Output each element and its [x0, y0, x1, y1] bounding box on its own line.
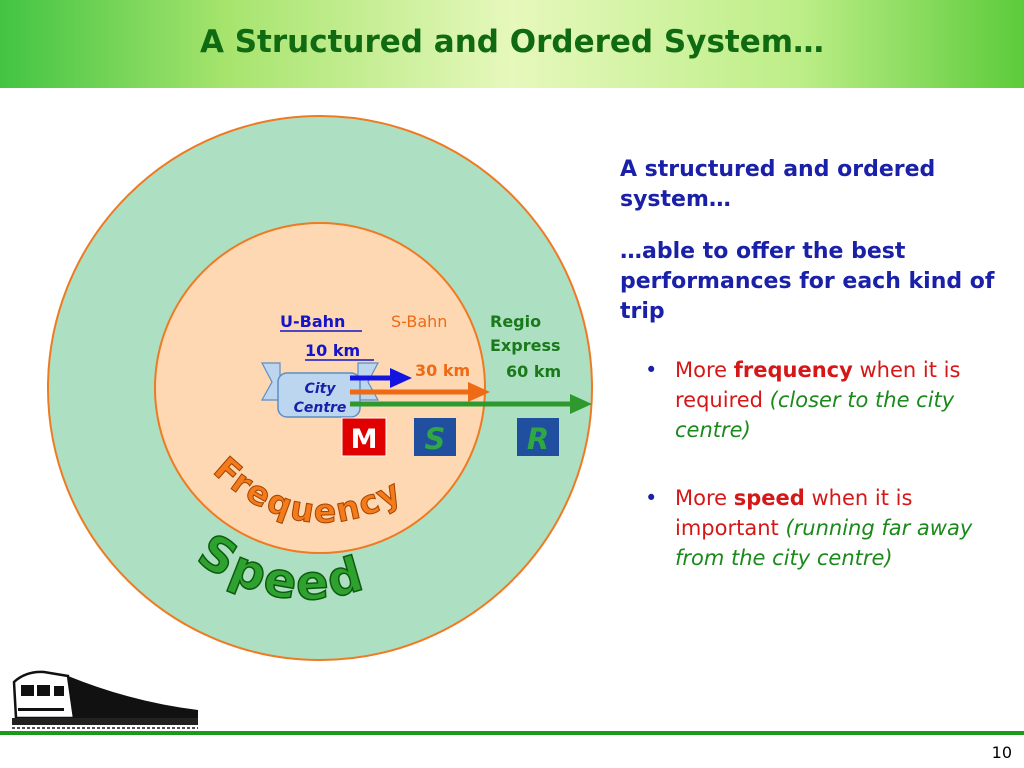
ubahn-label: U-Bahn: [280, 312, 345, 331]
footer-divider: [0, 731, 1024, 735]
regio-badge: R: [517, 418, 559, 456]
city-centre-label-2: Centre: [294, 400, 347, 416]
intro-text-1: A structured and ordered system…: [620, 157, 936, 212]
text-panel: A structured and ordered system… …able t…: [620, 155, 1000, 611]
city-centre-scroll: City Centre: [260, 362, 380, 418]
sbahn-distance: 30 km: [415, 361, 470, 380]
ubahn-distance: 10 km: [305, 341, 360, 360]
bullet-speed: •More speed when it is important (runnin…: [645, 483, 1000, 573]
svg-text:S: S: [425, 422, 446, 456]
svg-text:M: M: [351, 424, 378, 455]
regio-arrowhead: [570, 394, 592, 414]
bullet-dot: •: [645, 486, 658, 510]
bullet-dot: •: [645, 358, 658, 382]
svg-text:R: R: [527, 422, 549, 456]
bullet-frequency: •More frequency when it is required (clo…: [645, 355, 1000, 445]
sbahn-badge: S: [414, 418, 456, 456]
intro-text-2: …able to offer the best performances for…: [620, 239, 995, 324]
regio-label-2: Express: [490, 336, 561, 355]
train-icon: [12, 670, 198, 729]
regio-distance: 60 km: [506, 362, 561, 381]
metro-badge: M: [341, 417, 387, 457]
ubahn-arrowhead: [390, 368, 412, 388]
title-bar: [0, 0, 1024, 88]
page-title: A Structured and Ordered System…: [199, 24, 825, 60]
sbahn-arrowhead: [468, 382, 490, 402]
sbahn-label: S-Bahn: [391, 312, 447, 331]
city-centre-label-1: City: [305, 381, 337, 397]
page-number: 10: [991, 743, 1012, 762]
regio-label-1: Regio: [490, 312, 541, 331]
bullet-list: •More frequency when it is required (clo…: [620, 355, 1000, 573]
ring-diagram: Speed Frequency City Centre U-Bahn 10 km…: [47, 115, 593, 661]
